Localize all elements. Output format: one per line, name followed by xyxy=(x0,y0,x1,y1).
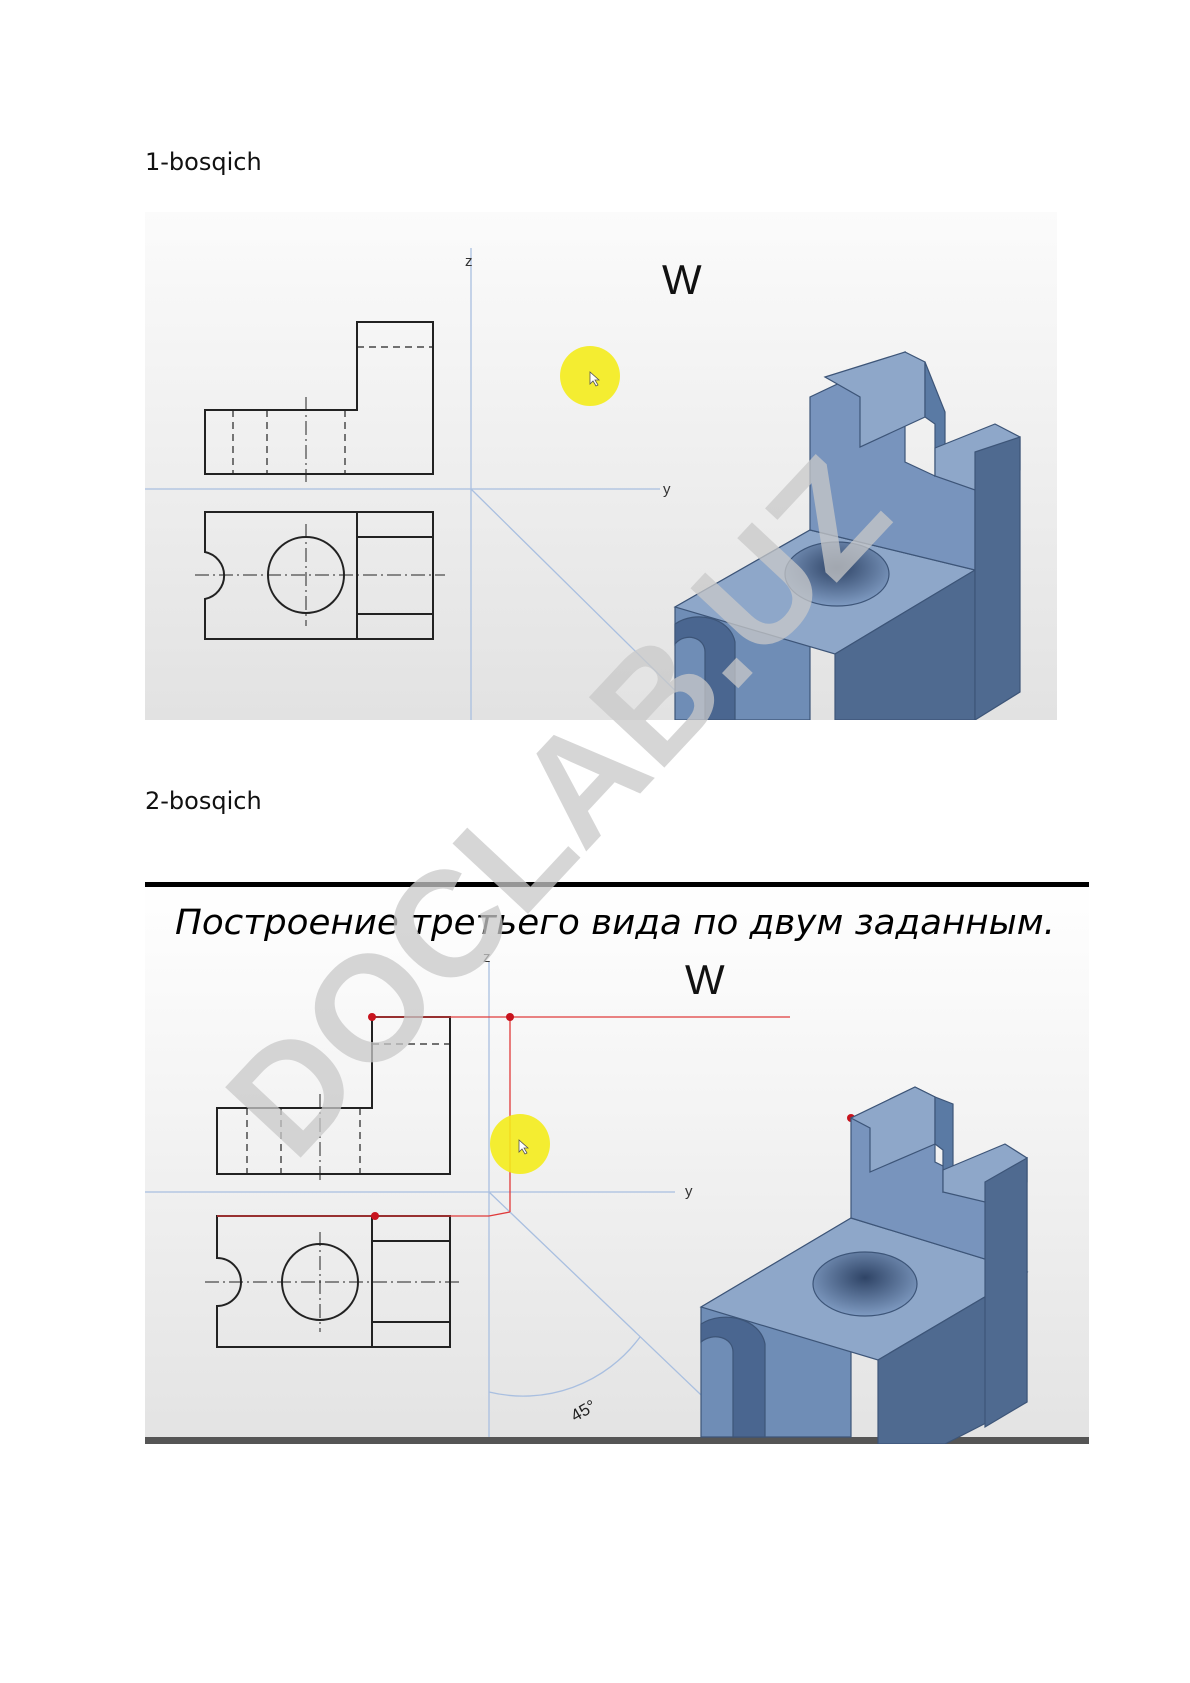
bottom-rule xyxy=(145,1437,1089,1444)
z-axis-label: z xyxy=(465,253,473,270)
construction-lines xyxy=(217,1016,790,1217)
step-2-label: 2-bosqich xyxy=(145,787,262,815)
view-w-label: W xyxy=(662,256,702,303)
step-1-figure: z y W xyxy=(145,212,1057,720)
projection-axes xyxy=(145,248,706,720)
cursor-icon xyxy=(518,1139,530,1155)
step-2-figure: Построение третьего вида по двум заданны… xyxy=(145,882,1089,1444)
figure-title: Построение третьего вида по двум заданны… xyxy=(175,903,1055,943)
cursor-icon xyxy=(589,371,601,387)
isometric-part xyxy=(699,1086,1029,1444)
y-axis-label: y xyxy=(685,1183,693,1200)
z-axis-label: z xyxy=(483,949,491,966)
step-1-label: 1-bosqich xyxy=(145,148,262,176)
top-rule xyxy=(145,882,1089,887)
isometric-part xyxy=(673,351,1021,720)
front-view-drawing xyxy=(204,321,434,482)
view-w-label: W xyxy=(685,956,725,1003)
top-view-drawing xyxy=(195,511,445,640)
y-axis-label: y xyxy=(663,481,671,498)
top-view-drawing xyxy=(205,1215,463,1348)
